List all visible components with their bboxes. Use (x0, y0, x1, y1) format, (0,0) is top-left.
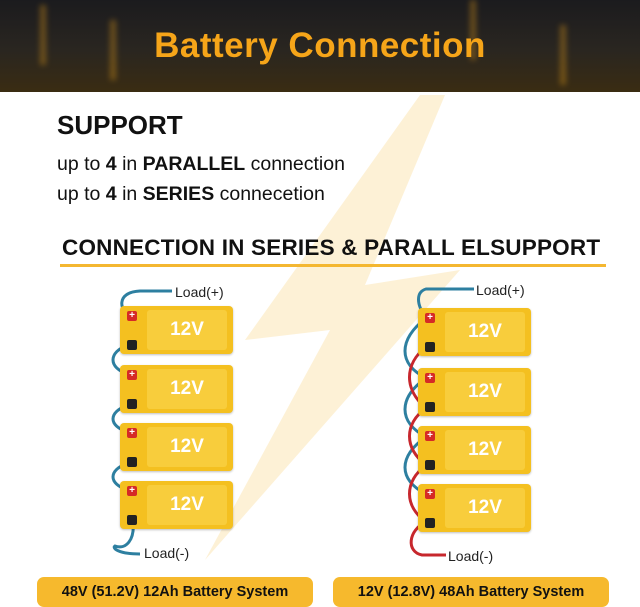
background-light (110, 20, 116, 80)
battery-voltage-label: 12V (147, 369, 227, 409)
negative-terminal (425, 342, 435, 352)
battery-12v: + 12V (120, 481, 233, 529)
battery-12v: + 12V (120, 423, 233, 471)
right-load-positive-label: Load(+) (476, 282, 525, 298)
background-light (560, 25, 566, 85)
battery-voltage-label: 12V (147, 427, 227, 467)
positive-terminal: + (127, 428, 137, 438)
battery-12v: + 12V (418, 484, 531, 532)
battery-12v: + 12V (418, 308, 531, 356)
battery-voltage-label: 12V (445, 312, 525, 352)
positive-terminal: + (425, 373, 435, 383)
battery-voltage-label: 12V (147, 310, 227, 350)
left-load-negative-label: Load(-) (144, 545, 190, 561)
negative-terminal (425, 402, 435, 412)
battery-voltage-label: 12V (147, 485, 227, 525)
battery-12v: + 12V (418, 368, 531, 416)
series-support-line: up to 4 in SERIES connecetion (57, 183, 325, 205)
section-heading: CONNECTION IN SERIES & PARALL ELSUPPORT (62, 235, 601, 260)
support-heading: SUPPORT (57, 110, 183, 140)
left-system-caption: 48V (51.2V) 12Ah Battery System (37, 577, 313, 607)
section-underline (60, 264, 606, 267)
positive-terminal: + (425, 313, 435, 323)
parallel-support-line: up to 4 in PARALLEL connection (57, 153, 345, 175)
negative-terminal (425, 460, 435, 470)
negative-terminal (127, 340, 137, 350)
background-light (40, 5, 46, 65)
page-title: Battery Connection (154, 26, 486, 65)
battery-12v: + 12V (120, 365, 233, 413)
battery-voltage-label: 12V (445, 488, 525, 528)
right-system-caption: 12V (12.8V) 48Ah Battery System (333, 577, 609, 607)
positive-terminal: + (127, 311, 137, 321)
negative-terminal (127, 399, 137, 409)
positive-terminal: + (127, 486, 137, 496)
battery-voltage-label: 12V (445, 430, 525, 470)
negative-terminal (127, 457, 137, 467)
battery-12v: + 12V (418, 426, 531, 474)
left-load-negative-wire (112, 520, 141, 556)
positive-terminal: + (127, 370, 137, 380)
negative-terminal (425, 518, 435, 528)
background-light (470, 0, 476, 60)
positive-terminal: + (425, 431, 435, 441)
positive-terminal: + (425, 489, 435, 499)
header-banner: Battery Connection (0, 0, 640, 92)
battery-12v: + 12V (120, 306, 233, 354)
left-load-positive-label: Load(+) (175, 284, 224, 300)
right-load-negative-label: Load(-) (448, 548, 494, 564)
battery-voltage-label: 12V (445, 372, 525, 412)
negative-terminal (127, 515, 137, 525)
